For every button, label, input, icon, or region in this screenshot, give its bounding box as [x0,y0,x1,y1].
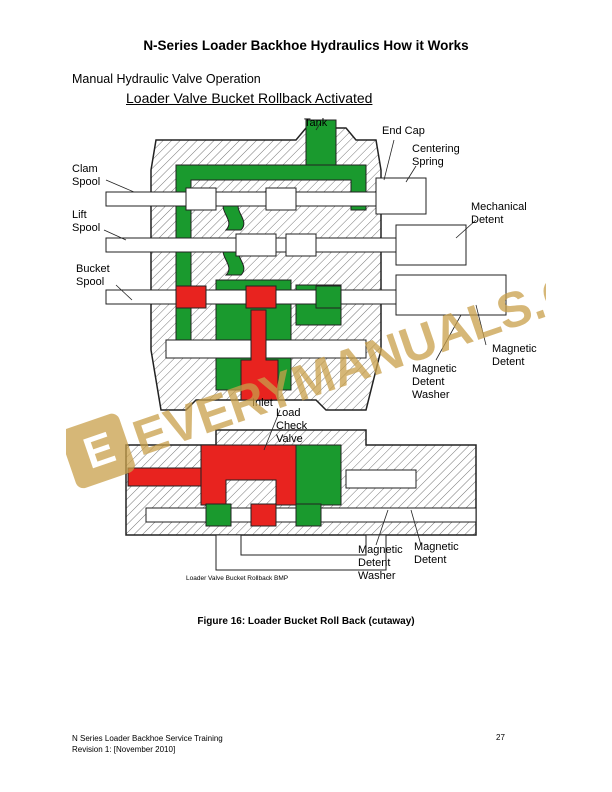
inlet-label: Inlet [252,397,273,409]
magnetic-detent-bottom-label: Magnetic Detent [414,541,462,566]
section-heading: Manual Hydraulic Valve Operation [72,72,261,86]
footer-left: N Series Loader Backhoe Service Training… [72,733,223,755]
centering-spring-label: Centering Spring [412,143,463,168]
clam-spool-label: Clam Spool [72,163,101,188]
tank-label: Tank [304,117,328,129]
figure-caption: Figure 16: Loader Bucket Roll Back (cuta… [197,616,415,627]
bucket-spool-label: Bucket Spool [76,263,113,288]
footer-revision: Revision 1: [November 2010] [72,745,176,754]
mechanical-detent-label: Mechanical Detent [471,201,530,226]
upper-valve-body [105,119,507,411]
lift-spool [105,233,447,257]
load-check-valve-label: Load Check Valve [276,407,310,445]
end-cap-label: End Cap [382,125,425,137]
image-caption-label: Loader Valve Bucket Rollback BMP [186,575,288,582]
magnetic-detent-top-label: Magnetic Detent [492,343,540,368]
footer-title: N Series Loader Backhoe Service Training [72,734,223,743]
lower-valve-cutaway [125,429,477,571]
lift-spool-label: Lift Spool [72,209,100,234]
page-number: 27 [496,733,505,742]
valve-cutaway-figure: Tank End Cap Centering Spring Clam Spool… [66,110,546,590]
page-title: N-Series Loader Backhoe Hydraulics How i… [143,38,469,53]
magnetic-detent-washer-top-label: Magnetic Detent Washer [412,363,460,401]
subsection-heading: Loader Valve Bucket Rollback Activated [126,90,373,106]
magnetic-detent-washer-bottom-label: Magnetic Detent Washer [358,544,406,582]
